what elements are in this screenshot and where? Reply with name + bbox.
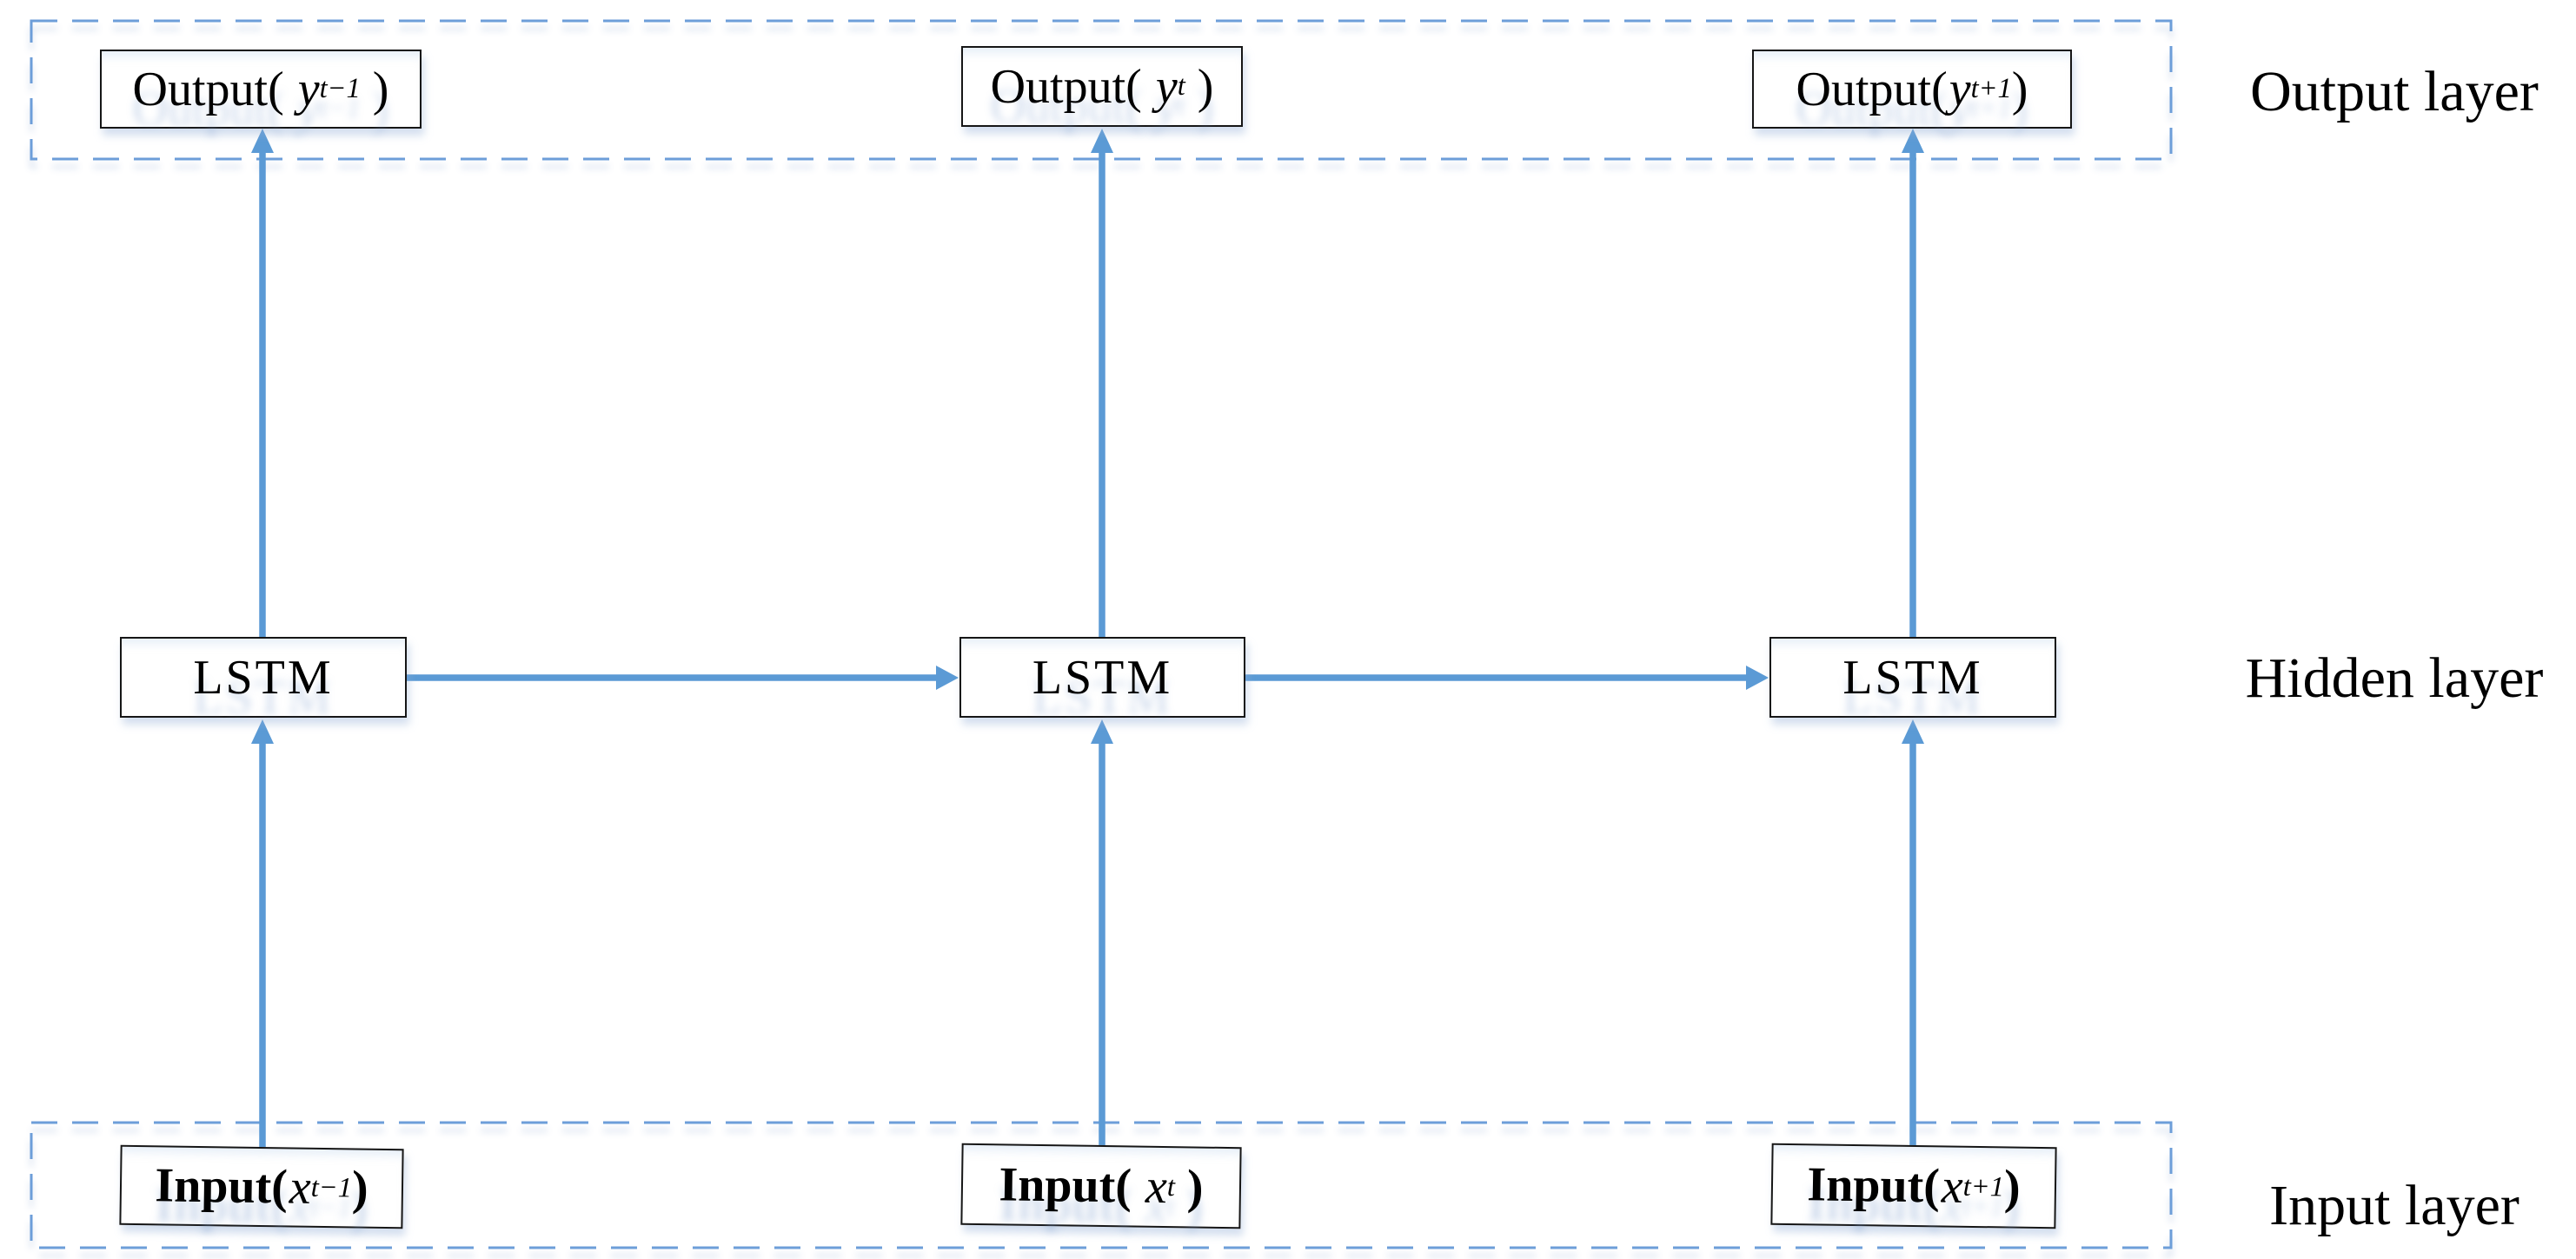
lstm-node-t-plus-1: LSTM [1769,637,2056,718]
input-var: x [1145,1159,1168,1215]
output-layer-label: Output layer [2250,60,2539,123]
input-subscript: t−1 [310,1171,353,1203]
arrow-input3-to-lstm3-icon [1902,719,1924,1168]
lstm-node-t-minus-1: LSTM [120,637,407,718]
lstm-node-t: LSTM [959,637,1245,718]
input-var: x [289,1160,312,1215]
output-node-label: Output( [132,62,296,116]
input-var: x [1941,1159,1964,1214]
hidden-layer-label: Hidden layer [2245,646,2544,710]
input-layer-label: Input layer [2269,1174,2520,1237]
arrow-lstm2-to-output2-icon [1091,129,1113,641]
input-node-label: Input( [999,1157,1145,1214]
lstm-node-label: LSTM [1032,650,1173,705]
arrow-lstm1-to-output1-icon [251,129,274,641]
output-layer-boundary [30,19,2173,161]
input-subscript: t+1 [1962,1170,2005,1203]
output-subscript: t+1 [1970,73,2012,104]
lstm-node-label: LSTM [193,650,334,705]
input-node-label: Input( [1806,1157,1941,1214]
output-node-label: Output( [990,59,1154,114]
lstm-node-label: LSTM [1842,650,1983,705]
arrow-lstm3-to-output3-icon [1902,129,1924,641]
arrow-input2-to-lstm2-icon [1091,719,1113,1168]
output-var: y [1949,62,1971,116]
arrow-lstm2-to-lstm3-icon [1243,666,1769,690]
arrow-input1-to-lstm1-icon [251,719,274,1168]
output-subscript: t−1 [319,73,361,104]
output-var: y [1155,59,1178,114]
output-subscript: t [1177,70,1185,102]
output-node-label: Output( [1796,62,1948,116]
input-node-label: Input( [154,1158,289,1215]
arrow-lstm1-to-lstm2-icon [402,666,959,690]
output-var: y [297,62,320,116]
